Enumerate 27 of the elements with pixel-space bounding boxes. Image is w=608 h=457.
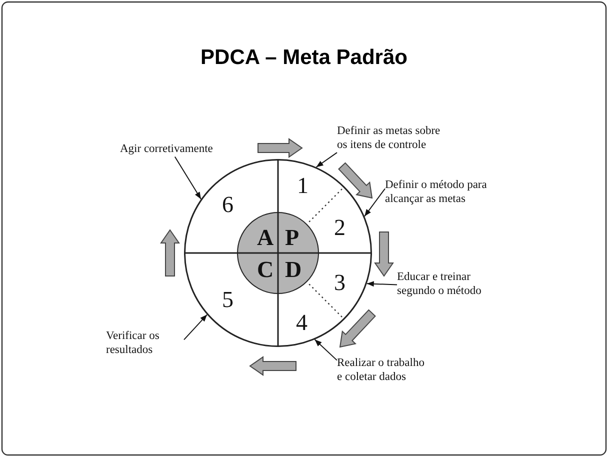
leader-line bbox=[316, 152, 338, 168]
block-arrow bbox=[338, 162, 373, 199]
slide-title: PDCA – Meta Padrão bbox=[200, 46, 408, 70]
block-arrow bbox=[339, 309, 376, 348]
block-arrow bbox=[374, 232, 394, 277]
step-description: Educar e treinar segundo o método bbox=[397, 271, 509, 299]
step-number: 2 bbox=[334, 216, 346, 239]
step-number: 1 bbox=[297, 174, 308, 197]
phase-letter: P bbox=[285, 226, 300, 249]
phase-letter: C bbox=[257, 258, 274, 281]
step-description: Definir as metas sobre os itens de controle bbox=[337, 125, 449, 153]
step-number: 4 bbox=[296, 311, 308, 334]
leader-line bbox=[366, 281, 398, 287]
leader-line bbox=[174, 156, 202, 200]
leader-line bbox=[364, 188, 386, 217]
step-number: 3 bbox=[334, 271, 346, 294]
phase-letter: D bbox=[285, 258, 302, 281]
leader-line bbox=[314, 339, 338, 361]
phase-letter: A bbox=[257, 226, 274, 249]
leader-line bbox=[184, 314, 208, 340]
step-description: Agir corretivamente bbox=[120, 143, 242, 157]
step-description: Realizar o trabalho e coletar dados bbox=[337, 357, 427, 385]
step-number: 6 bbox=[222, 193, 234, 216]
step-description: Definir o método para alcançar as metas bbox=[385, 179, 517, 207]
step-number: 5 bbox=[222, 288, 234, 311]
step-description: Verificar os resultados bbox=[106, 330, 184, 358]
block-arrow bbox=[258, 138, 303, 158]
